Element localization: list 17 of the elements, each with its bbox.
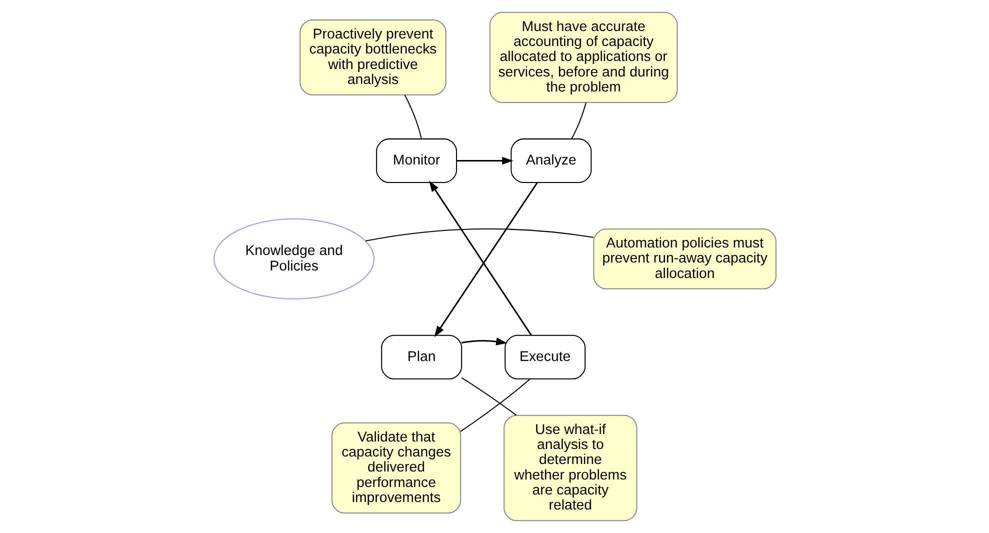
- connector: [404, 94, 422, 139]
- node-ellipse: Knowledge and Policies: [213, 218, 374, 300]
- node-box: Use what-if analysis to determine whether problems are capacity related: [503, 414, 637, 522]
- connector: [460, 378, 530, 432]
- node-box: Validate that capacity changes delivered performance improvements: [331, 422, 461, 514]
- node-box: Automation policies must prevent run-away capacity allocation: [592, 228, 776, 290]
- node-box: Execute: [504, 334, 586, 380]
- arrow: [456, 156, 513, 165]
- node-box: Monitor: [376, 138, 457, 183]
- node-box: Proactively prevent capacity bottlenecks with predictive analysis: [299, 19, 446, 96]
- connector: [570, 102, 586, 139]
- connector: [461, 377, 516, 416]
- connector: [365, 228, 594, 242]
- node-box: Analyze: [510, 138, 592, 183]
- node-box: Must have accurate accounting of capacity allocated to applications or services, before and during the problem: [488, 12, 678, 103]
- arrow: [461, 338, 507, 346]
- node-box: Plan: [380, 334, 462, 380]
